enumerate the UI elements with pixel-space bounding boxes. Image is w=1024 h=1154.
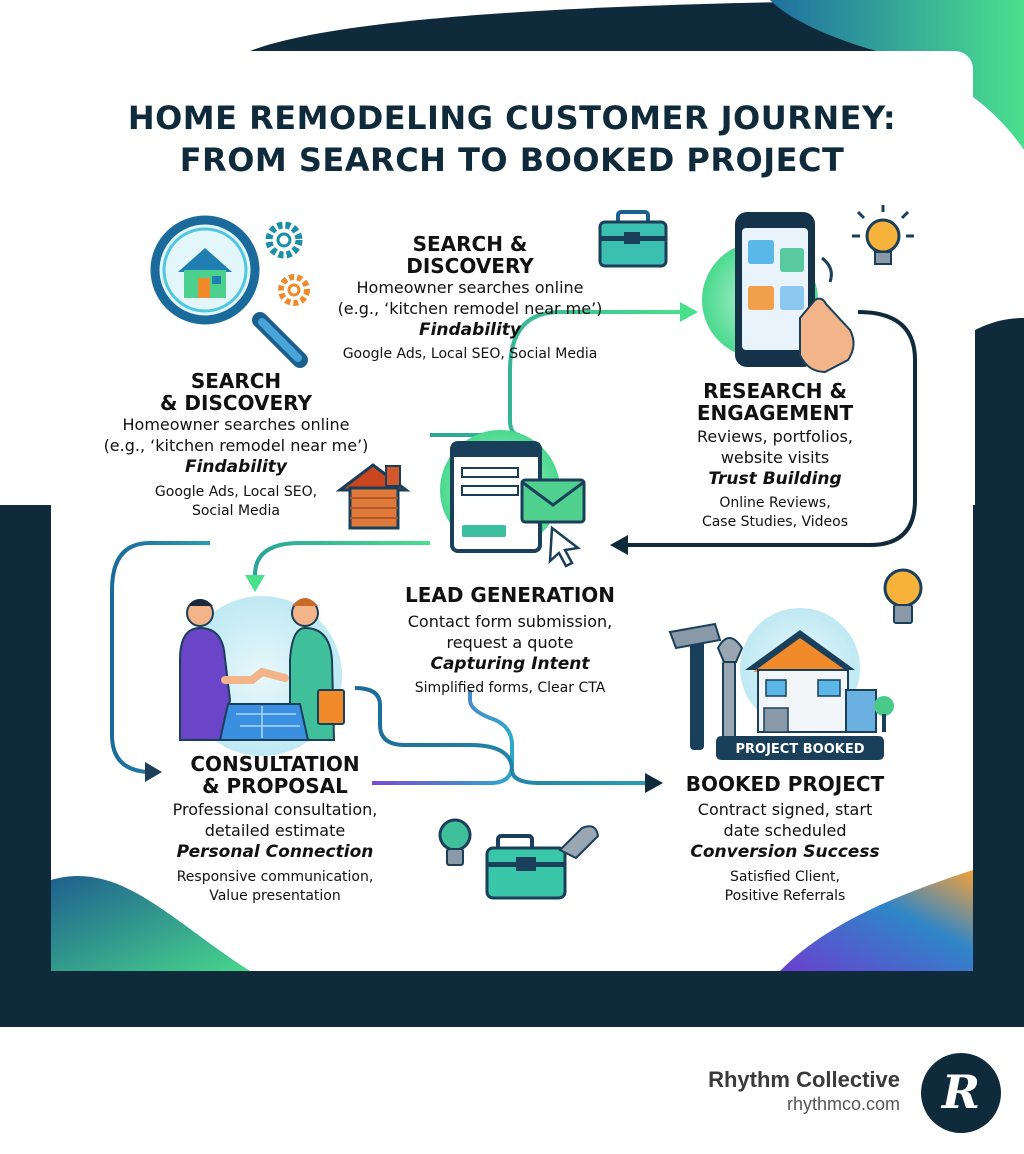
- step-description: date scheduled: [723, 821, 847, 840]
- step-heading: & DISCOVERY: [160, 391, 312, 415]
- flow-line-loop-to-consultation: [110, 541, 210, 774]
- step-heading: SEARCH: [190, 369, 282, 393]
- page-title-line1: HOME REMODELING CUSTOMER JOURNEY:: [127, 99, 897, 137]
- flow-line-consult-up: [372, 690, 514, 785]
- booked-house-illustration: [740, 608, 894, 733]
- lightbulb-icon: [438, 818, 472, 866]
- envelope-icon: [520, 478, 586, 524]
- brand-logo-letter: R: [940, 1065, 980, 1119]
- cursor-icon: [548, 525, 582, 568]
- arrowhead: [680, 302, 698, 322]
- step-tactics: Positive Referrals: [724, 888, 846, 904]
- magnifier-house-icon: [150, 215, 308, 368]
- step-tactics: Satisfied Client,: [730, 869, 840, 885]
- flow-line-research-to-lead: [628, 310, 917, 547]
- step-lead: LEAD GENERATION Contact form submission,…: [370, 584, 650, 698]
- arrowhead: [145, 762, 162, 782]
- brand-logo: R: [921, 1053, 1001, 1133]
- house-icon: [335, 463, 411, 530]
- step-tactics: Value presentation: [209, 888, 341, 904]
- lightbulb-icon: [883, 568, 923, 624]
- wave-bottom-left: [51, 876, 250, 971]
- flow-line-consult-to-booked: [354, 686, 645, 785]
- step-heading: LEAD GENERATION: [404, 583, 616, 607]
- step-heading: DISCOVERY: [406, 254, 534, 278]
- flow-line-lead-to-consultation: [253, 541, 430, 576]
- step-key-goal: Trust Building: [708, 469, 842, 489]
- wave-bottom-right: [780, 870, 973, 971]
- arrowhead: [610, 535, 628, 555]
- step-key-goal: Personal Connection: [176, 842, 374, 862]
- smartphone-icon: [702, 212, 855, 374]
- toolbox-icon: [598, 210, 668, 268]
- gear-icon: [265, 221, 310, 306]
- step-description: (e.g., ‘kitchen remodel near me’): [337, 299, 603, 318]
- step-tactics: Online Reviews,: [719, 495, 831, 511]
- hammer-icon: [668, 622, 722, 750]
- step-description: Professional consultation,: [172, 800, 378, 819]
- step-heading: CONSULTATION: [190, 752, 360, 776]
- step-tactics: Simplified forms, Clear CTA: [414, 680, 606, 696]
- step-description: Contact form submission,: [407, 612, 613, 631]
- step-description: (e.g., ‘kitchen remodel near me’): [103, 436, 369, 455]
- step-tactics: Social Media: [191, 503, 280, 519]
- wrench-icon: [716, 637, 744, 749]
- step-consultation: CONSULTATION & PROPOSAL Professional con…: [130, 753, 420, 906]
- step-key-goal: Findability: [418, 320, 522, 340]
- step-tactics: Google Ads, Local SEO, Social Media: [342, 346, 598, 362]
- step-tactics: Case Studies, Videos: [701, 514, 849, 530]
- step-search-left: SEARCH & DISCOVERY Homeowner searches on…: [96, 370, 376, 521]
- brand-url: rhythmco.com: [786, 1094, 900, 1114]
- step-tactics: Responsive communication,: [176, 869, 374, 885]
- step-description: Contract signed, start: [697, 800, 873, 819]
- page-title-line2: FROM SEARCH TO BOOKED PROJECT: [179, 141, 845, 179]
- step-key-goal: Capturing Intent: [430, 654, 590, 674]
- step-key-goal: Conversion Success: [690, 842, 880, 862]
- step-description: Homeowner searches online: [356, 278, 584, 297]
- step-description: Reviews, portfolios,: [697, 427, 853, 446]
- brand-name: Rhythm Collective: [708, 1067, 900, 1092]
- arrowhead: [245, 575, 265, 592]
- step-description: detailed estimate: [204, 821, 346, 840]
- lightbulb-icon: [852, 205, 914, 265]
- step-description: Homeowner searches online: [122, 415, 350, 434]
- step-booked: BOOKED PROJECT Contract signed, start da…: [655, 773, 915, 906]
- toolbox-icon: [485, 825, 600, 900]
- step-description: website visits: [720, 448, 830, 467]
- arrowhead: [645, 773, 663, 793]
- step-heading: SEARCH &: [412, 232, 528, 256]
- step-description: request a quote: [446, 633, 574, 652]
- step-heading: ENGAGEMENT: [696, 401, 854, 425]
- step-key-goal: Findability: [184, 457, 288, 477]
- step-heading: & PROPOSAL: [202, 774, 348, 798]
- project-booked-badge: PROJECT BOOKED: [716, 736, 884, 760]
- step-tactics: Google Ads, Local SEO,: [154, 484, 318, 500]
- step-heading: BOOKED PROJECT: [685, 772, 885, 796]
- step-research: RESEARCH & ENGAGEMENT Reviews, portfolio…: [660, 380, 890, 532]
- step-heading: RESEARCH &: [703, 379, 847, 403]
- step-search-top: SEARCH & DISCOVERY Homeowner searches on…: [330, 233, 610, 364]
- handshake-icon: [179, 596, 345, 756]
- project-booked-badge-label: PROJECT BOOKED: [736, 742, 865, 757]
